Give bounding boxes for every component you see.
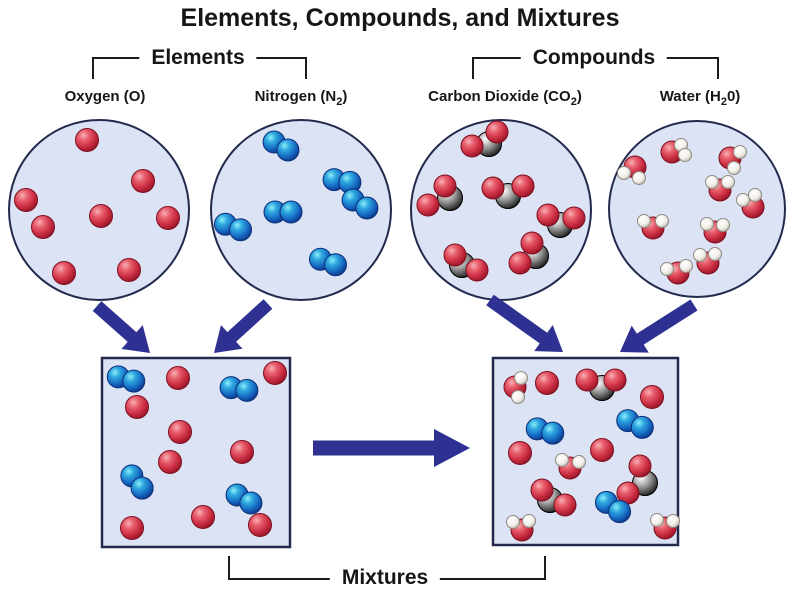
arrow-oxygen-to-mixture	[92, 301, 150, 353]
carbon-dioxide-label: Carbon Dioxide (CO2)	[428, 88, 582, 108]
water-molecule	[693, 247, 722, 275]
co2-circle-particles	[416, 120, 586, 282]
page-title: Elements, Compounds, and Mixtures	[180, 4, 620, 32]
carbon-dioxide-molecule	[460, 120, 509, 158]
carbon-dioxide-molecule	[481, 174, 535, 209]
oxygen-atom	[158, 450, 182, 474]
oxygen-atom	[168, 420, 192, 444]
nitrogen-molecule	[106, 365, 146, 393]
oxygen-atom	[640, 385, 664, 409]
right-mixture-particles	[503, 368, 680, 542]
carbon-dioxide-label-sub: 2	[570, 96, 577, 108]
oxygen-atom	[166, 366, 190, 390]
arrow-elements-mixture-to-compounds-mixture	[313, 429, 470, 467]
carbon-dioxide-molecule	[530, 478, 577, 517]
carbon-dioxide-label-text: Carbon Dioxide (CO	[428, 88, 571, 105]
arrows	[92, 294, 698, 467]
nitrogen-molecule	[219, 376, 259, 402]
water-molecule	[617, 155, 647, 185]
water-molecule	[700, 217, 730, 244]
oxygen-atom	[263, 361, 287, 385]
water-label-text: Water (H	[659, 88, 721, 105]
oxygen-atom	[31, 215, 55, 239]
mixtures-label: Mixtures	[329, 566, 441, 590]
oxygen-atom	[191, 505, 215, 529]
compounds-label: Compounds	[520, 46, 668, 70]
oxygen-atom	[230, 440, 254, 464]
carbon-dioxide-label-close: )	[576, 88, 582, 105]
elements-label: Elements	[139, 46, 257, 70]
oxygen-atom	[52, 261, 76, 285]
arrow-water-to-mixture	[620, 299, 698, 353]
oxygen-label: Oxygen (O)	[65, 88, 146, 108]
oxygen-atom	[156, 206, 180, 230]
arrow-co2-to-mixture	[486, 294, 563, 352]
water-molecule	[555, 453, 586, 480]
oxygen-atom	[14, 188, 38, 212]
nitrogen-molecule	[525, 417, 565, 445]
nitrogen-label-close: )	[342, 88, 348, 105]
water-molecule	[503, 371, 528, 404]
carbon-dioxide-molecule	[443, 243, 489, 282]
oxygen-atom	[75, 128, 99, 152]
oxygen-atom	[535, 371, 559, 395]
water-circle	[608, 120, 786, 298]
nitrogen-molecule	[594, 490, 632, 524]
oxygen-atom	[120, 516, 144, 540]
arrow-nitrogen-to-mixture	[214, 299, 273, 353]
water-molecule	[718, 145, 747, 175]
water-molecule	[637, 214, 669, 240]
oxygen-circle-particles	[14, 128, 180, 285]
water-label-sub: 2	[720, 96, 727, 108]
nitrogen-molecule	[225, 483, 263, 515]
oxygen-atom	[89, 204, 113, 228]
nitrogen-molecule	[341, 188, 379, 220]
oxygen-atom	[590, 438, 614, 462]
oxygen-atom	[131, 169, 155, 193]
water-molecule	[736, 188, 765, 219]
oxygen-atom	[508, 441, 532, 465]
nitrogen-molecule	[308, 247, 348, 277]
water-molecule	[650, 513, 680, 540]
carbon-dioxide-molecule	[416, 174, 463, 217]
oxygen-atom	[125, 395, 149, 419]
carbon-dioxide-molecule	[508, 231, 549, 275]
oxygen-label-text: Oxygen (O)	[64, 88, 146, 105]
carbon-dioxide-molecule	[536, 203, 586, 238]
water-label-close: 0)	[726, 88, 741, 105]
carbon-dioxide-molecule	[616, 454, 658, 505]
water-molecule	[506, 514, 536, 542]
nitrogen-molecule	[120, 464, 154, 500]
carbon-dioxide-molecule	[575, 368, 627, 401]
nitrogen-label: Nitrogen (N2)	[255, 88, 348, 108]
water-molecule	[660, 259, 693, 285]
nitrogen-label-sub: 2	[336, 96, 343, 108]
water-label: Water (H20)	[660, 88, 741, 108]
nitrogen-molecule	[263, 200, 303, 224]
nitrogen-molecule	[616, 409, 654, 439]
water-molecule	[705, 175, 735, 202]
left-mixture-particles	[106, 361, 287, 540]
nitrogen-molecule	[262, 130, 300, 162]
nitrogen-circle-particles	[213, 130, 379, 277]
oxygen-atom	[117, 258, 141, 282]
nitrogen-molecule	[213, 212, 253, 242]
nitrogen-molecule	[322, 168, 362, 194]
water-molecule	[660, 138, 692, 164]
nitrogen-label-text: Nitrogen (N	[254, 88, 337, 105]
oxygen-atom	[248, 513, 272, 537]
water-circle-particles	[617, 138, 765, 285]
